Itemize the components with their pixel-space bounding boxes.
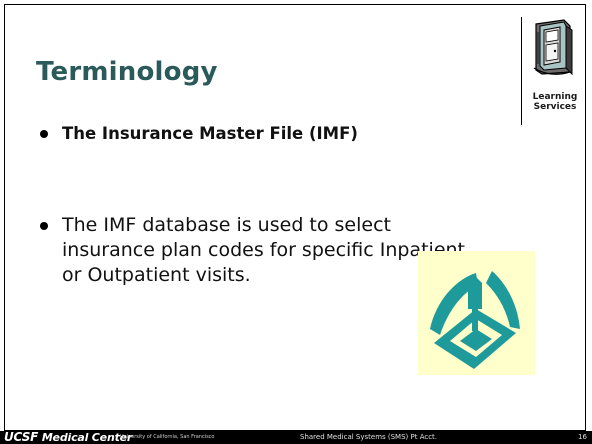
slide-title: Terminology <box>36 57 218 87</box>
learning-services-label: Learning Services <box>525 92 585 112</box>
slide-frame <box>4 4 586 431</box>
footer-bar: UCSF Medical Center University of Califo… <box>0 430 592 444</box>
logo-caption-line1: Learning <box>532 92 578 102</box>
bullet-item: The Insurance Master File (IMF) <box>36 123 506 145</box>
bullet-item: The IMF database is used to select insur… <box>36 213 482 288</box>
brand-prefix: UCSF <box>4 430 39 444</box>
bullet-list: The Insurance Master File (IMF) The IMF … <box>36 123 506 288</box>
bullet-dot-icon <box>40 130 48 138</box>
page-number: 16 <box>578 433 587 441</box>
bullet-text: The IMF database is used to select insur… <box>62 214 466 286</box>
brand-name: Medical Center <box>41 431 133 444</box>
book-door-icon <box>533 19 573 76</box>
clipart-panel <box>418 251 535 375</box>
course-label: Shared Medical Systems (SMS) Pt Acct. <box>300 433 438 441</box>
bullet-dot-icon <box>40 222 48 230</box>
inbox-tray-icon <box>430 271 520 369</box>
logo-divider <box>521 17 522 125</box>
bullet-text: The Insurance Master File (IMF) <box>62 124 358 143</box>
university-label: University of California, San Francisco <box>120 434 215 440</box>
ucsf-medical-center-logo: UCSF Medical Center <box>4 430 132 444</box>
logo-caption-line2: Services <box>533 102 577 112</box>
